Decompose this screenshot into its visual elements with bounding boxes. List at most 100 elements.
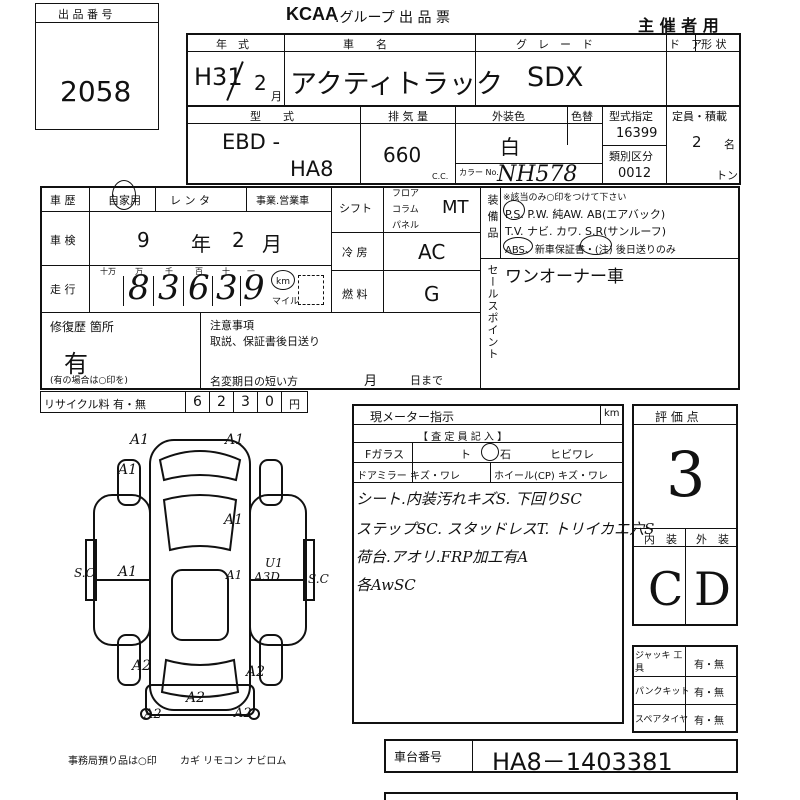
warranty-circle-mark [580,235,612,255]
recycle-digit: 3 [241,394,250,410]
recycle-digit: 2 [217,394,226,410]
model-code: HA8 [290,157,334,181]
equipment-line-2: T.V. ナビ. カワ. S.R(サンルーフ) [505,225,667,238]
car-name-label: 車 名 [343,38,387,51]
notes-line-1: 取説、保証書後日送り [210,335,320,348]
repair-note: (有の場合は○印を) [50,376,128,386]
inspection-box [352,404,624,724]
exterior-grade: D [694,562,731,616]
damage-mark-a3d: A3D [254,570,280,584]
damage-mark-a2: A2 [132,658,152,674]
category: 0012 [618,166,652,181]
bottom-box [384,792,738,800]
mileage-unit-mile: マイル [272,297,300,307]
meter-unit: km [604,408,620,419]
damage-mark-a1: A1 [118,564,138,580]
paint-change-label: 色替 [571,110,593,123]
doors-label: ド ア [669,38,702,51]
recycle-label: リサイクル料 有・無 [44,398,146,411]
inspection-month: 2 [232,228,245,252]
damage-mark-a2: A2 [144,707,162,722]
damage-mark-a2: A2 [246,664,266,680]
comment-line: 各AwSC [356,576,416,594]
mileage-digit-label: 十 [222,267,230,276]
mileage-digit-label: 百 [195,267,203,276]
rating-label: 評 価 点 [655,410,699,424]
displacement-unit: C.C. [432,172,449,181]
damage-mark-a1: A1 [130,432,150,448]
inspector-label: 【 査 定 員 記 入 】 [418,432,508,443]
chassis-box [384,739,738,773]
history-option-rental: レ ン タ [170,194,210,207]
spare-label: スペアタイヤ [635,715,689,725]
year-month: 2 [254,71,267,95]
model-prefix: EBD - [222,130,281,154]
shape-label: 形 状 [701,38,727,51]
ac-value: AC [418,240,446,264]
mileage-label: 走 行 [50,283,76,296]
shift-option-panel: パネル [392,221,420,231]
glass-option-chip: ト [460,448,471,461]
comment-line: ステップSC. スタッドレスT. トリイカエ穴S [356,520,655,538]
recycle-row [40,391,308,413]
vehicle-table [186,33,741,185]
damage-mark-a2: A2 [234,706,252,721]
type-designation: 16399 [616,126,658,141]
mileage-digit-label: 十万 [100,267,116,276]
name-change-day: 日まで [410,374,443,387]
comment-line: 荷台.アオリ.FRP加工有A [356,548,529,566]
recycle-digit: 6 [193,394,202,410]
recycle-digit: 0 [265,394,274,410]
rating-score: 3 [666,438,706,511]
history-label: 車 歴 [50,194,76,207]
mileage-digit-label: 千 [165,267,173,276]
office-items: カギ リモコン ナビロム [180,756,287,767]
mirror-label: ドアミラー キズ・ワレ [357,471,460,482]
puncture-label: パンクキット [635,687,690,697]
category-label: 類別区分 [609,150,653,163]
damage-mark-a2: A2 [186,690,206,706]
capacity-unit: 名 [724,138,735,151]
org-title: .グループ 出 品 票 [335,10,450,26]
inspection-label: 車 検 [50,234,76,247]
model-label: 型 式 [250,110,294,123]
repair-value: 有 [64,350,88,378]
glass-option-stone: 石 [500,448,511,461]
damage-mark-sc-right: S.C [308,572,329,586]
ac-label: 冷 房 [342,246,368,259]
name-change-label: 名変期日の短い方 [210,375,298,388]
org-logo: KCAA [286,4,338,24]
equipment-label: 装 備 品 [486,194,499,239]
history-circle-mark [112,180,136,210]
shift-label: シフト [339,202,372,215]
color-no: NH578 [497,162,578,187]
repair-label: 修復歴 箇所 [50,320,114,334]
mileage-digit: 8 [128,268,150,308]
damage-mark-a1: A1 [226,568,243,582]
load-unit: トン [716,169,738,182]
color-no-label: カラー No. [459,168,499,177]
chassis-number: HA8－1403381 [492,748,673,776]
name-change-month: 月 [364,374,378,389]
mileage-digit-label: 万 [135,267,143,276]
grade: SDX [527,62,584,93]
damage-mark-u1: U1 [265,556,283,570]
damage-mark-a1: A1 [224,512,244,528]
interior-label: 内 装 [644,533,677,546]
lot-number-box [35,3,159,130]
abs-circle-mark [503,237,533,255]
comment-line: シート.内装汚れキズS. 下回りSC [356,490,582,508]
inspection-year-suffix: 年 [191,232,211,256]
history-table [40,186,740,390]
recycle-unit: 円 [289,398,300,411]
type-designation-label: 型式指定 [609,110,653,123]
damage-mark-a1: A1 [118,462,138,478]
mileage-digit: 9 [243,268,265,308]
meter-label: 現メーター指示 [370,410,455,424]
mileage-digit: 6 [188,268,210,308]
damage-mark-a1: A1 [225,432,245,448]
lot-number: 2058 [60,75,132,108]
jack-label: ジャッキ 工 具 [635,651,692,674]
spare-yes-no: 有・無 [694,716,724,727]
capacity: 2 [692,133,702,151]
